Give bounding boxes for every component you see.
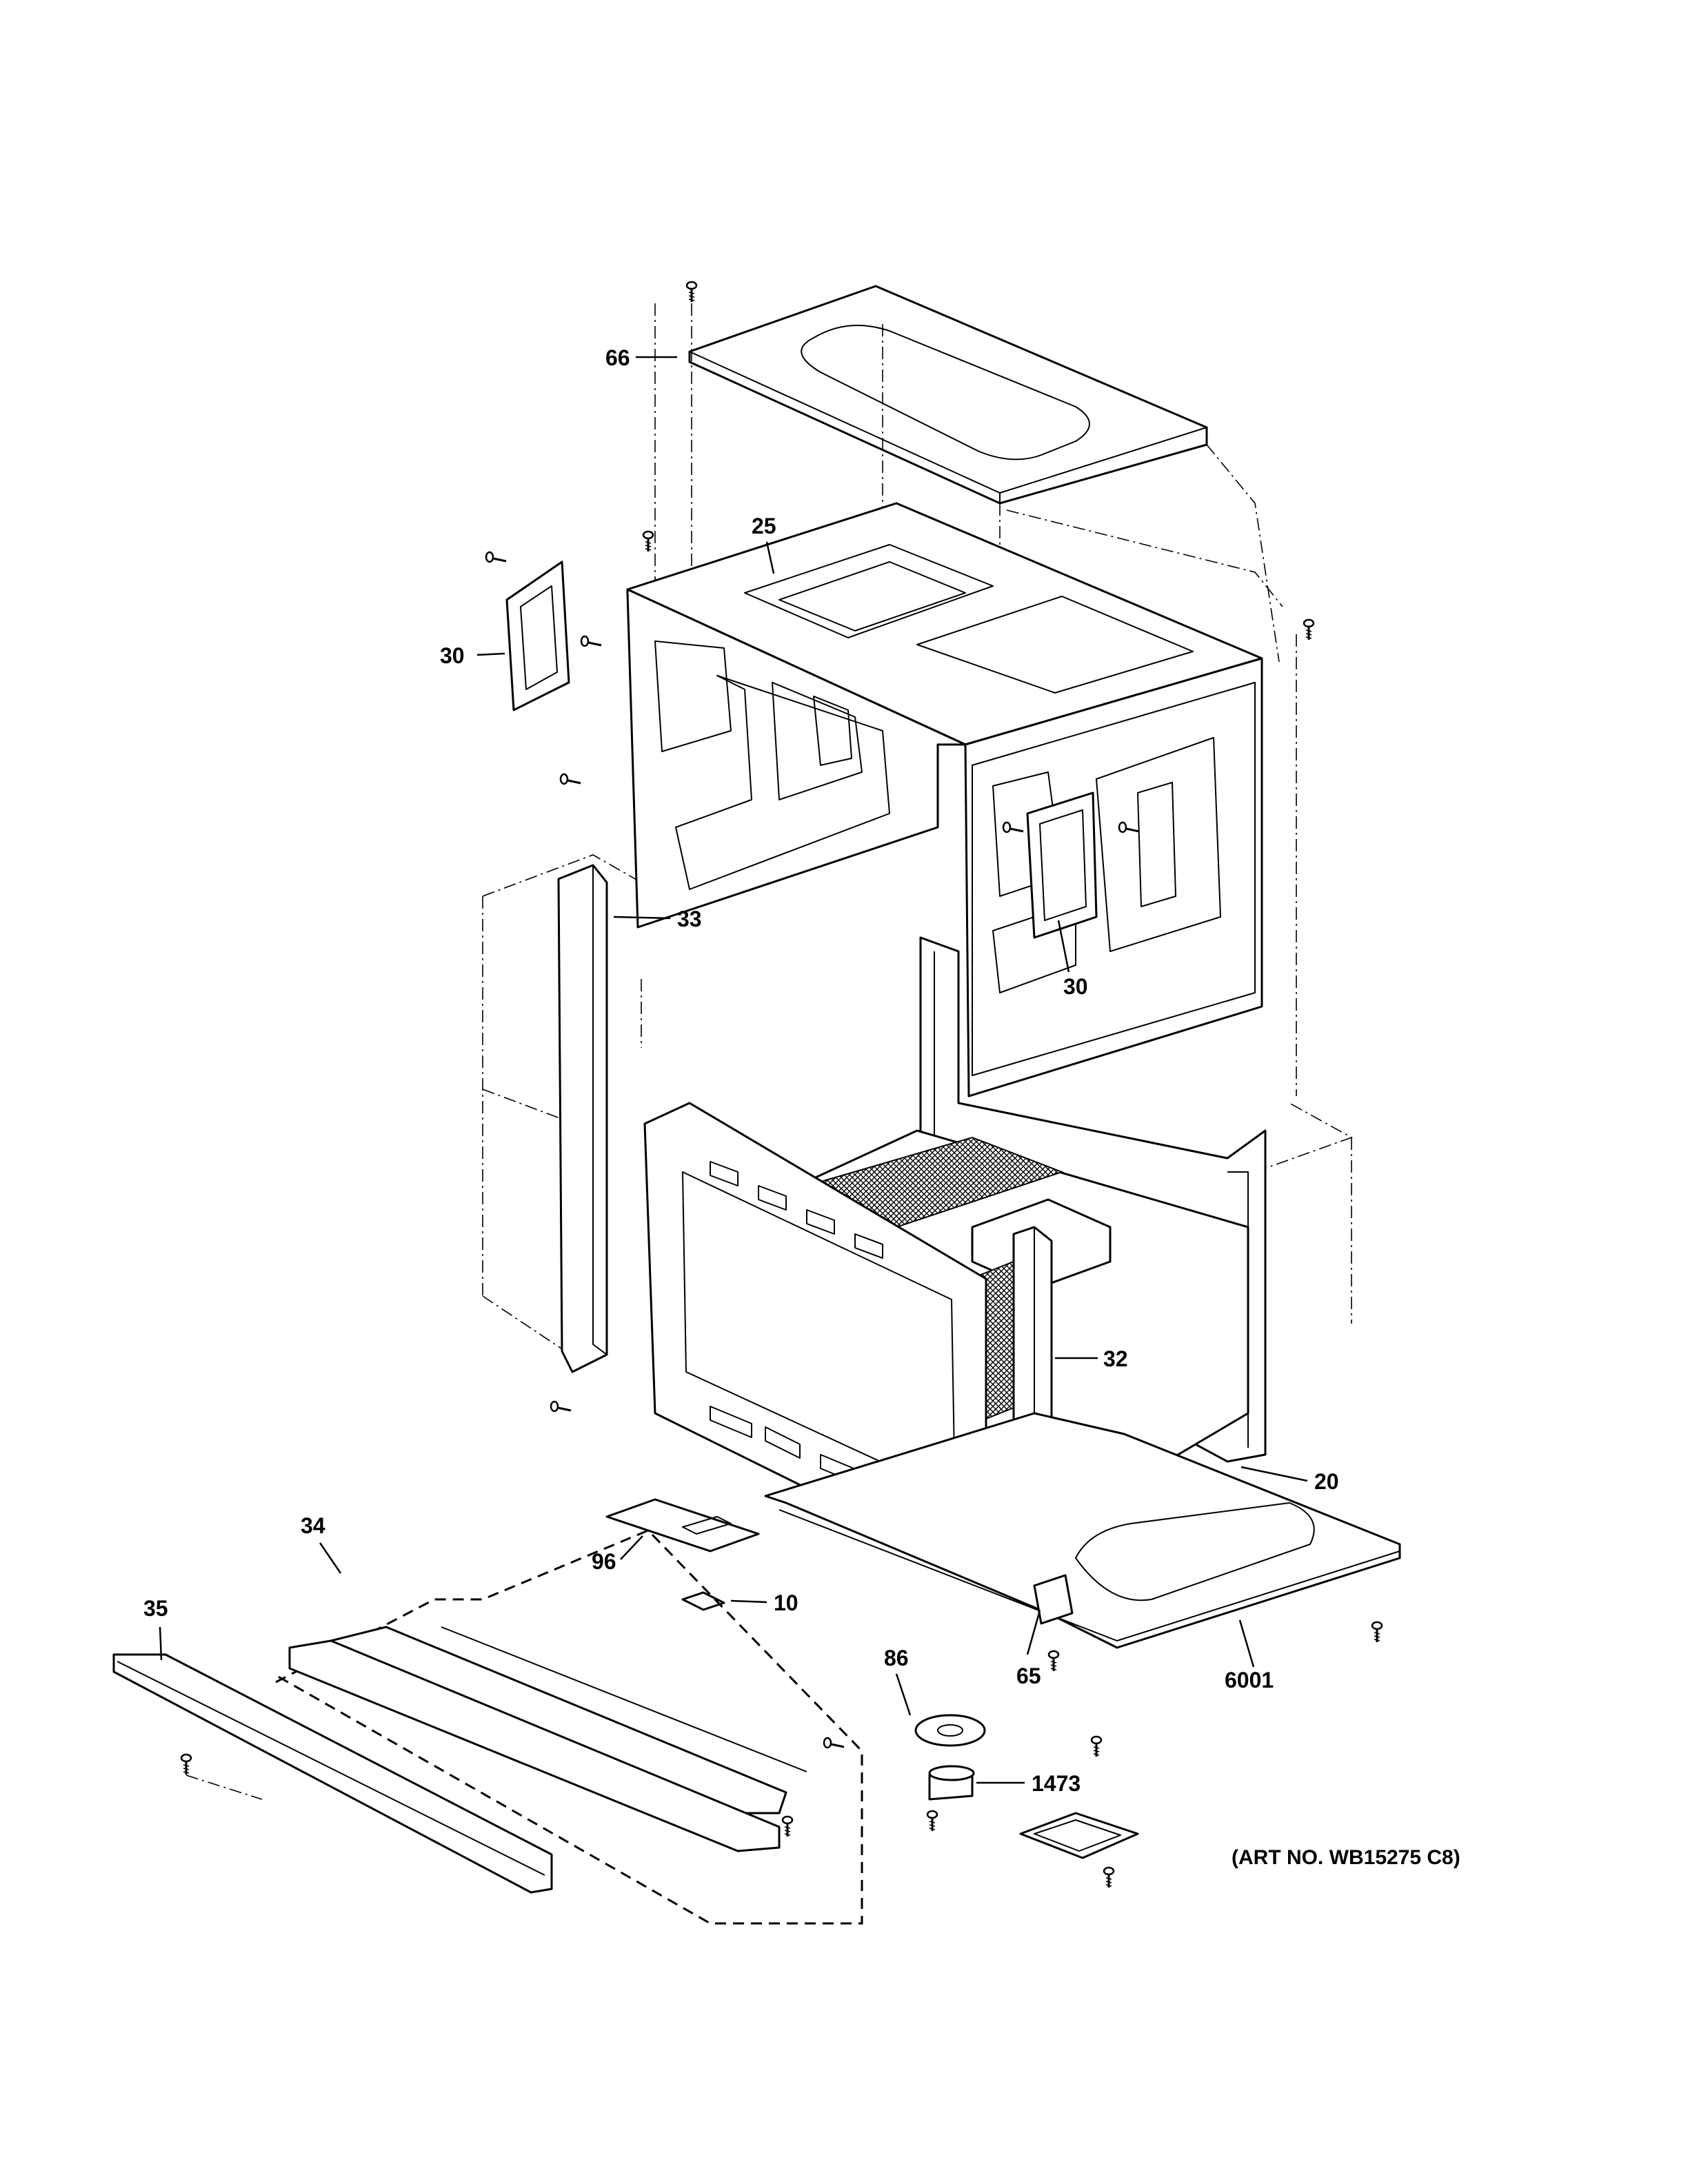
screw-icon: [1090, 1735, 1103, 1758]
screw-icon: [823, 1737, 845, 1749]
screw-icon: [559, 773, 582, 785]
label-tag: [681, 1591, 725, 1611]
callout-30-left: 30: [440, 643, 465, 668]
callout-6001: 6001: [1225, 1668, 1274, 1692]
side-trim-left: [557, 864, 608, 1373]
callout-32: 32: [1103, 1346, 1128, 1371]
screw-icon: [550, 1400, 572, 1413]
alignment-lines-upper: [482, 303, 1353, 1352]
vent-gasket-right: [1026, 791, 1098, 939]
screw-icon: [642, 530, 654, 553]
screw-icon: [180, 1753, 192, 1776]
callout-20: 20: [1314, 1469, 1339, 1494]
callout-33: 33: [677, 907, 702, 931]
screw-icon: [685, 281, 698, 303]
screw-icon: [1371, 1621, 1383, 1644]
screw-icon: [1047, 1650, 1060, 1672]
base-pan: [764, 1412, 1401, 1649]
art-number: (ART NO. WB15275 C8): [1232, 1846, 1460, 1869]
callout-1473: 1473: [1032, 1771, 1081, 1796]
screw-icon: [1103, 1866, 1115, 1889]
access-cover-plate: [605, 1498, 760, 1553]
screw-icon: [485, 551, 508, 563]
alignment-line: [185, 1775, 263, 1800]
callout-leaders: [159, 356, 1308, 1784]
callout-10: 10: [774, 1590, 798, 1615]
vent-gasket-left: [505, 560, 570, 711]
callout-35: 35: [143, 1596, 168, 1621]
top-cover-panel: [688, 285, 1208, 505]
callout-66: 66: [605, 345, 630, 370]
callout-86: 86: [884, 1646, 909, 1670]
trim-kit-group: [275, 1529, 863, 1925]
cabinet-wrapper: [626, 502, 1263, 1098]
screw-icon: [580, 635, 603, 647]
callout-25: 25: [752, 514, 776, 538]
callout-65: 65: [1016, 1664, 1041, 1688]
callout-34: 34: [301, 1513, 325, 1538]
screw-icon: [926, 1810, 938, 1832]
stirrer-assembly: [914, 1714, 986, 1801]
callout-96: 96: [592, 1549, 616, 1574]
screw-icon: [1303, 618, 1315, 641]
motor-cover-plate: [1019, 1812, 1139, 1859]
screw-icon: [781, 1815, 794, 1838]
front-trim-strip: [112, 1653, 553, 1894]
callout-30-right: 30: [1063, 974, 1088, 999]
